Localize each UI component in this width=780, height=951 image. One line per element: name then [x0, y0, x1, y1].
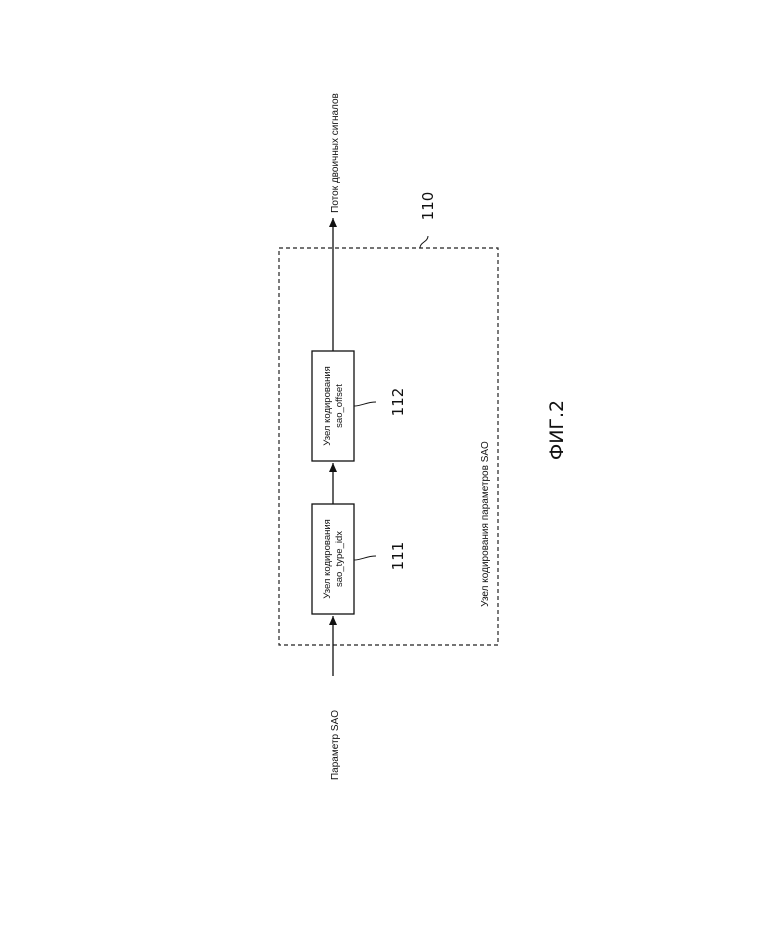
leader-line-111	[354, 556, 376, 560]
figure-caption: ФИГ.2	[546, 400, 568, 460]
ref-numeral-111: 111	[389, 542, 407, 571]
block-112-sao-offset-encoder	[312, 351, 354, 461]
input-label: Параметр SAO	[330, 710, 341, 780]
ref-numeral-110: 110	[419, 192, 437, 221]
block-112-label-line1: Узел кодирования	[322, 366, 333, 446]
leader-line-112	[354, 402, 376, 406]
block-111-sao-type-idx-encoder	[312, 504, 354, 614]
unit-110-label: Узел кодирования параметров SAO	[480, 441, 491, 607]
leader-line-110	[420, 236, 428, 248]
block-112-label-line2: sao_offset	[334, 384, 345, 428]
block-111-label-line1: Узел кодирования	[322, 519, 333, 599]
ref-numeral-112: 112	[389, 388, 407, 417]
output-label: Поток двоичных сигналов	[330, 93, 341, 213]
block-111-label-line2: sao_type_idx	[334, 531, 345, 587]
